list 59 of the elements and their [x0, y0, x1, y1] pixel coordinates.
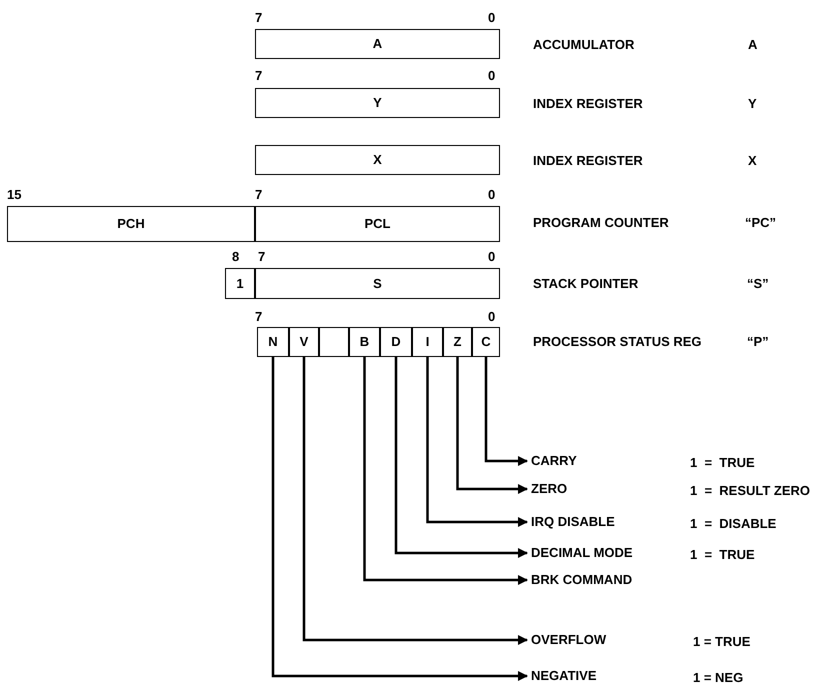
arrow — [272, 357, 528, 681]
register-field: X — [255, 145, 500, 175]
register-field: C — [472, 327, 500, 357]
bit-number: 0 — [488, 187, 496, 203]
register-field: Y — [255, 88, 500, 118]
arrow — [302, 357, 528, 645]
register-field: PCH — [7, 206, 255, 242]
flag-name: BRK COMMAND — [527, 570, 667, 590]
arrow — [363, 357, 528, 585]
bit-number: 0 — [488, 68, 496, 84]
register-field: 1 — [225, 268, 255, 299]
bit-number: Y — [748, 96, 757, 112]
register-field: Z — [443, 327, 472, 357]
flag-meaning: 1 = TRUE — [693, 633, 750, 651]
register-field: D — [380, 327, 412, 357]
register-field: I — [412, 327, 443, 357]
bit-number: 7 — [255, 309, 262, 325]
flag-name: ZERO — [527, 479, 657, 499]
bit-number: 8 — [232, 249, 240, 265]
register-name: PROCESSOR STATUS REG — [533, 334, 702, 350]
flag-name: NEGATIVE — [527, 666, 657, 686]
flag-name: IRQ DISABLE — [527, 512, 657, 532]
register-field: B — [349, 327, 380, 357]
flag-meaning: 1 = DISABLE — [690, 515, 776, 533]
bit-number: 7 — [255, 68, 262, 84]
register-name: “P” — [747, 334, 769, 350]
register-field: V — [289, 327, 319, 357]
flag-meaning: 1 = TRUE — [690, 454, 755, 472]
register-name: ACCUMULATOR — [533, 37, 634, 53]
register-name: INDEX REGISTER — [533, 153, 643, 169]
flag-name: DECIMAL MODE — [527, 543, 667, 563]
bit-number: 7 — [255, 187, 262, 203]
unused-bit-field — [319, 327, 349, 357]
flag-meaning: 1 = RESULT ZERO — [690, 482, 810, 500]
register-name: INDEX REGISTER — [533, 96, 643, 112]
flag-name: OVERFLOW — [527, 630, 657, 650]
bit-number: A — [748, 37, 758, 53]
register-field: N — [257, 327, 289, 357]
flag-meaning: 1 = TRUE — [690, 546, 755, 564]
arrow — [426, 357, 528, 527]
bit-number: 0 — [488, 309, 496, 325]
register-name: “PC” — [745, 215, 776, 231]
bit-number: 0 — [488, 10, 496, 26]
bit-number: 7 — [258, 249, 266, 265]
bit-number: 7 — [255, 10, 262, 26]
register-field: A — [255, 29, 500, 59]
register-name: PROGRAM COUNTER — [533, 215, 669, 231]
register-name: “S” — [747, 276, 769, 292]
flag-name: CARRY — [527, 451, 657, 471]
register-name: STACK POINTER — [533, 276, 638, 292]
register-field: PCL — [255, 206, 500, 242]
arrow — [484, 357, 528, 466]
bit-number: 15 — [7, 187, 22, 203]
register-field: S — [255, 268, 500, 299]
flag-meaning: 1 = NEG — [693, 669, 744, 687]
arrow — [394, 357, 528, 558]
arrow — [456, 357, 528, 494]
bit-number: 0 — [488, 249, 496, 265]
bit-number: X — [748, 153, 757, 169]
